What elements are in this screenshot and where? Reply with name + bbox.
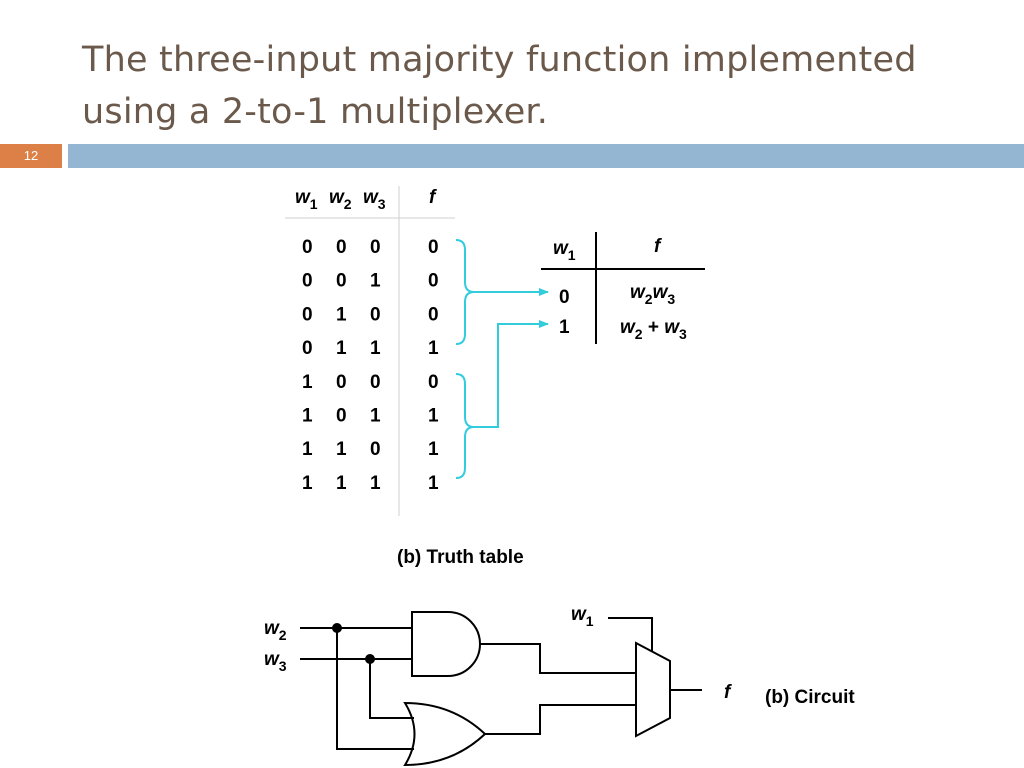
slide-number: 12 bbox=[0, 144, 62, 168]
truth-table-cell-r2-c1: 1 bbox=[336, 304, 347, 325]
truth-table-header-0: w1 bbox=[295, 187, 318, 212]
truth-table-cell-r3-c2: 1 bbox=[370, 338, 381, 359]
truth-table-cell-r2-c3: 0 bbox=[428, 304, 439, 325]
truth-table-cell-r1-c2: 1 bbox=[370, 271, 381, 292]
truth-table-cell-r2-c2: 0 bbox=[370, 304, 381, 325]
compact-table: w1 f 0 1 w2w3 w2 + w3 bbox=[541, 232, 705, 344]
truth-table-cell-r3-c3: 1 bbox=[428, 338, 439, 359]
truth-table-header-3: f bbox=[429, 187, 437, 208]
wire-or-to-mux bbox=[485, 704, 636, 735]
truth-table-cell-r6-c3: 1 bbox=[428, 439, 439, 460]
truth-table-cell-r7-c0: 1 bbox=[302, 473, 313, 494]
slide-title-line-1: The three-input majority function implem… bbox=[82, 40, 917, 80]
brace-w1-0 bbox=[455, 239, 475, 345]
truth-table-cell-r7-c1: 1 bbox=[336, 473, 347, 494]
truth-table-cell-r0-c0: 0 bbox=[302, 237, 313, 258]
truth-table-cell-r5-c2: 1 bbox=[370, 406, 381, 427]
truth-table-cell-r1-c3: 0 bbox=[428, 271, 439, 292]
truth-table-cell-r1-c0: 0 bbox=[302, 271, 313, 292]
wire-select-w1 bbox=[608, 617, 653, 652]
truth-table-header-2: w3 bbox=[363, 187, 386, 212]
truth-table-rows: 0 0 0 0 0 0 1 0 0 1 0 0 0 1 1 1 1 0 0 0 1 0 1 1 1 1 0 1 1 1 1 1 bbox=[302, 237, 439, 494]
compact-row-0-input: 0 bbox=[559, 287, 570, 308]
wire-w3-to-or bbox=[369, 659, 414, 719]
truth-table-header-1: w2 bbox=[329, 187, 352, 212]
grouping-braces bbox=[455, 239, 549, 479]
circuit-input-w3-label: w3 bbox=[264, 649, 287, 674]
truth-table-cell-r7-c2: 1 bbox=[370, 473, 381, 494]
compact-row-1-input: 1 bbox=[559, 317, 570, 338]
circuit-output-label: f bbox=[724, 682, 732, 703]
or-gate bbox=[403, 701, 487, 767]
truth-table-caption: (b) Truth table bbox=[397, 547, 524, 568]
truth-table: w1 w2 w3 f 0 0 0 0 0 0 1 0 0 1 0 0 0 1 1 1 1 0 0 0 1 0 1 1 1 1 0 1 1 1 1 1… bbox=[285, 186, 524, 568]
truth-table-cell-r2-c0: 0 bbox=[302, 304, 313, 325]
truth-table-cell-r0-c3: 0 bbox=[428, 237, 439, 258]
circuit-input-w2-label: w2 bbox=[264, 618, 287, 643]
truth-table-cell-r4-c1: 0 bbox=[336, 372, 347, 393]
truth-table-cell-r6-c0: 1 bbox=[302, 439, 313, 460]
compact-header-f: f bbox=[654, 236, 662, 257]
compact-header-w1: w1 bbox=[553, 238, 576, 263]
truth-table-cell-r5-c1: 0 bbox=[336, 406, 347, 427]
truth-table-cell-r5-c0: 1 bbox=[302, 406, 313, 427]
truth-table-cell-r6-c2: 0 bbox=[370, 439, 381, 460]
truth-table-cell-r6-c1: 1 bbox=[336, 439, 347, 460]
arrow-row-1 bbox=[474, 320, 549, 428]
truth-table-cell-r5-c3: 1 bbox=[428, 406, 439, 427]
circuit-caption: (b) Circuit bbox=[765, 687, 855, 708]
title-bar bbox=[68, 144, 1024, 168]
circuit: w2 w3 w1 f (b) Circuit bbox=[264, 604, 855, 767]
truth-table-cell-r3-c0: 0 bbox=[302, 338, 313, 359]
truth-table-cell-r0-c2: 0 bbox=[370, 237, 381, 258]
truth-table-cell-r4-c0: 1 bbox=[302, 372, 313, 393]
truth-table-cell-r7-c3: 1 bbox=[428, 473, 439, 494]
wire-and-to-mux bbox=[480, 643, 636, 674]
slide-title: The three-input majority function implem… bbox=[82, 34, 982, 138]
brace-w1-1 bbox=[455, 373, 475, 479]
truth-table-cell-r0-c1: 0 bbox=[336, 237, 347, 258]
multiplexer bbox=[635, 641, 671, 738]
truth-table-cell-r1-c1: 0 bbox=[336, 271, 347, 292]
compact-row-1-output: w2 + w3 bbox=[620, 317, 687, 342]
truth-table-cell-r3-c1: 1 bbox=[336, 338, 347, 359]
circuit-select-w1-label: w1 bbox=[571, 604, 594, 629]
slide-title-line-2: using a 2-to-1 multiplexer. bbox=[82, 92, 549, 132]
truth-table-cell-r4-c3: 0 bbox=[428, 372, 439, 393]
wire-w2-to-or bbox=[336, 628, 414, 750]
truth-table-cell-r4-c2: 0 bbox=[370, 372, 381, 393]
compact-row-0-output: w2w3 bbox=[630, 282, 675, 307]
and-gate bbox=[411, 611, 481, 677]
truth-table-headers: w1 w2 w3 f bbox=[295, 187, 437, 212]
